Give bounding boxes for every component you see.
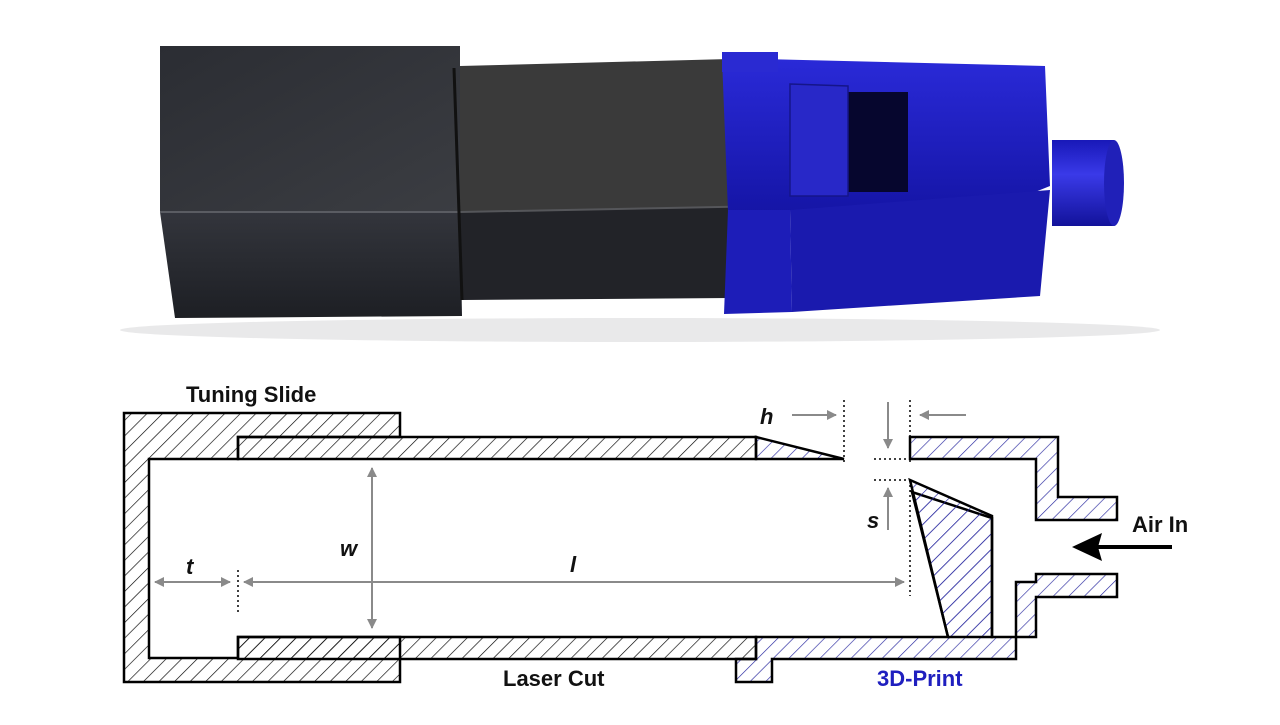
labium-wedge	[754, 435, 845, 461]
blue-collar-top	[722, 52, 778, 72]
laser-cut-bottom-wall	[236, 635, 758, 661]
air-inlet-tube	[1052, 140, 1114, 226]
product-photo	[120, 46, 1160, 342]
air-in-label: Air In	[1132, 512, 1188, 537]
dimensions	[154, 400, 966, 629]
air-inlet-tube-end	[1104, 140, 1124, 226]
photo-tuning-slide-block	[160, 46, 462, 318]
tuning-block-front	[160, 212, 462, 318]
print-top-body	[908, 435, 1119, 522]
photo-shadow	[120, 318, 1160, 342]
window-opening	[848, 92, 908, 192]
symbol-s: s	[867, 508, 879, 533]
blue-body-front	[790, 190, 1050, 312]
symbol-l: l	[570, 552, 577, 577]
symbol-w: w	[340, 536, 359, 561]
tuning-block-top	[160, 46, 460, 212]
laser-cut-label: Laser Cut	[503, 666, 605, 691]
print-3d-label: 3D-Print	[877, 666, 963, 691]
laser-body-top	[460, 58, 772, 212]
windway-block	[908, 477, 994, 639]
tuning-slide-label: Tuning Slide	[186, 382, 316, 407]
laser-cut-top-wall	[236, 435, 758, 461]
laser-body-front	[460, 206, 772, 300]
cross-section: Tuning Slide Laser Cut 3D-Print Air In h…	[122, 382, 1188, 691]
photo-3d-print-mouthpiece	[722, 52, 1124, 314]
photo-laser-cut-body	[452, 58, 773, 301]
symbol-t: t	[186, 554, 195, 579]
blue-collar-front	[724, 210, 792, 314]
symbol-h: h	[760, 404, 773, 429]
air-in-arrow	[1072, 533, 1172, 561]
